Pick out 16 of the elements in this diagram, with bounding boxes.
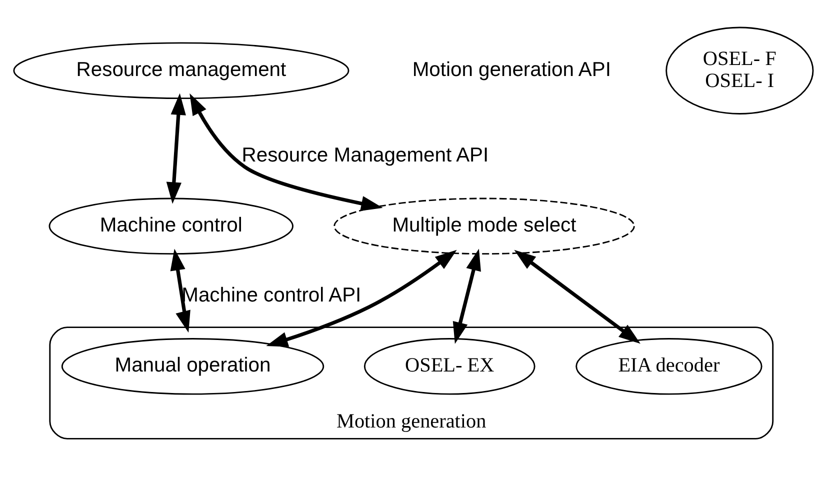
node-ellipse: OSEL- EX [364, 338, 536, 395]
node-ellipse: Resource management [13, 42, 350, 100]
node-ellipse: Machine control [48, 198, 294, 255]
edge-label: Machine control API [182, 284, 362, 307]
arrow [166, 93, 186, 204]
node-ellipse: Manual operation [61, 338, 324, 395]
node-ellipse: OSEL- F OSEL- I [666, 26, 814, 114]
arrow [190, 93, 383, 212]
arrow [452, 248, 481, 344]
label: Motion generation API [412, 58, 611, 81]
node-ellipse: Multiple mode select [334, 198, 635, 255]
edge-label: Resource Management API [242, 144, 489, 166]
arrow [266, 250, 457, 347]
node-ellipse: EIA decoder [576, 338, 762, 395]
arrow [514, 250, 640, 344]
arrow [170, 248, 190, 333]
